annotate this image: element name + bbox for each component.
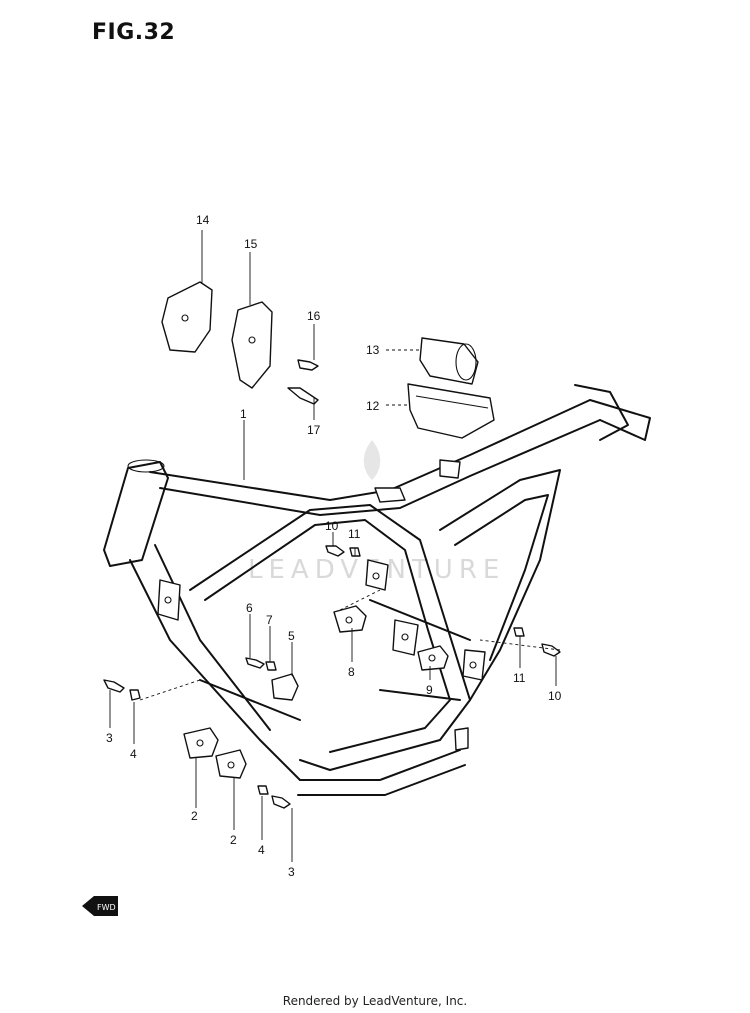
part-13-canister [419, 337, 479, 385]
callout-8: 8 [348, 665, 355, 679]
part-9-bracket [417, 645, 449, 671]
leader-lines [109, 230, 561, 862]
callout-17: 17 [307, 423, 321, 437]
callout-4-left: 4 [130, 747, 137, 761]
part-8-bracket [333, 605, 367, 633]
figure-label: FIG.32 [92, 20, 176, 45]
callout-12: 12 [366, 399, 380, 413]
callout-5: 5 [288, 629, 295, 643]
forward-arrow-label: FWD [97, 903, 116, 912]
callout-2-right: 2 [230, 833, 237, 847]
callout-7: 7 [266, 613, 273, 627]
footer-credit: Rendered by LeadVenture, Inc. [282, 994, 468, 1008]
part-5-bracket [271, 673, 299, 701]
part-16-bolt [297, 359, 319, 371]
callout-9: 9 [426, 683, 433, 697]
callout-10-lower: 10 [548, 689, 562, 703]
callout-14: 14 [196, 213, 210, 227]
callout-16: 16 [307, 309, 321, 323]
callout-6: 6 [246, 601, 253, 615]
callout-11-lower: 11 [513, 671, 526, 685]
callout-10-upper: 10 [325, 519, 339, 533]
part-2-bracket-left [183, 727, 219, 759]
part-17-bolt [287, 387, 319, 405]
part-15-cover [231, 301, 273, 389]
motorcycle-frame [103, 384, 651, 796]
callout-3-left: 3 [106, 731, 113, 745]
callout-4-right: 4 [258, 843, 265, 857]
callouts: 14 15 16 17 13 12 1 10 11 6 7 5 8 9 11 1… [106, 213, 562, 879]
callout-15: 15 [244, 237, 258, 251]
callout-2-left: 2 [191, 809, 198, 823]
part-14-cover [161, 281, 213, 353]
callout-13: 13 [366, 343, 380, 357]
fasteners [103, 545, 561, 809]
callout-1: 1 [240, 407, 247, 421]
callout-3-right: 3 [288, 865, 295, 879]
part-12-regulator [407, 383, 495, 439]
callout-11-upper: 11 [348, 527, 361, 541]
forward-arrow-icon: FWD [82, 896, 118, 916]
part-2-bracket-right [215, 749, 247, 779]
